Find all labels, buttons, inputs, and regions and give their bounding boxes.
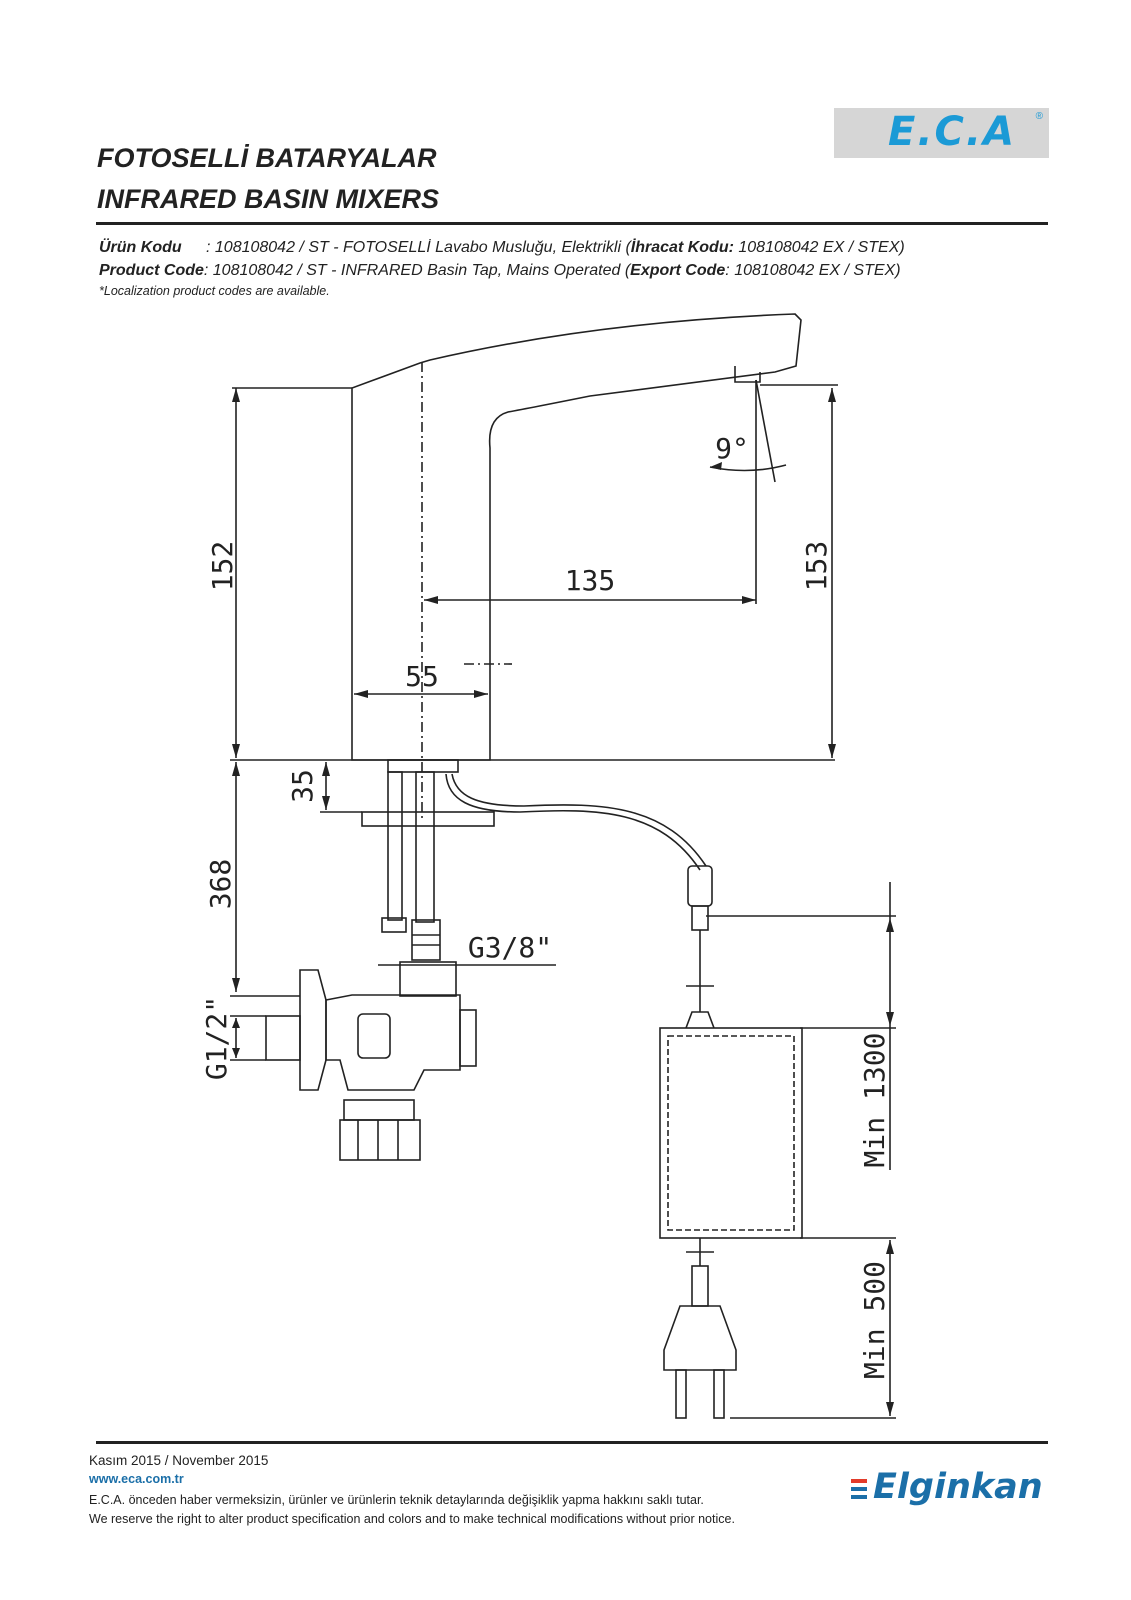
faucet-body: [351, 313, 802, 761]
elginkan-bars-icon: [851, 1479, 867, 1503]
dim-label-55: 55: [405, 660, 439, 693]
footer-date: Kasım 2015 / November 2015: [89, 1453, 269, 1468]
export-code-en-value: : 108108042 EX / STEX): [725, 262, 901, 279]
dim-label-angle: 9°: [715, 432, 749, 465]
footer-disclaimer-en: We reserve the right to alter product sp…: [89, 1512, 735, 1526]
dim-label-135: 135: [565, 564, 616, 597]
product-code-en-text: : 108108042 / ST - INFRARED Basin Tap, M…: [203, 262, 631, 279]
footer-divider: [96, 1441, 1048, 1444]
localization-note: *Localization product codes are availabl…: [99, 284, 330, 298]
dim-label-368: 368: [204, 859, 237, 910]
footer-disclaimer-tr: E.C.A. önceden haber vermeksizin, ürünle…: [89, 1493, 704, 1507]
export-code-tr-value: 108108042 EX / STEX): [733, 239, 905, 256]
dim-label-g38: G3/8": [468, 931, 552, 964]
sensor-cable: [445, 773, 701, 871]
title-english: INFRARED BASIN MIXERS: [97, 184, 440, 214]
dim-label-min1300: Min 1300: [858, 1033, 891, 1168]
dim-label-153: 153: [800, 541, 833, 592]
header-divider: [96, 222, 1048, 225]
product-code-en-label: Product Code: [99, 262, 204, 279]
power-plug: [663, 1305, 737, 1371]
power-supply-box: [659, 1027, 803, 1239]
elginkan-logo: Elginkan: [851, 1467, 1051, 1517]
dim-label-g12: G1/2": [200, 996, 233, 1080]
elginkan-logo-text: Elginkan: [873, 1467, 1043, 1507]
product-code-tr-label: Ürün Kodu: [99, 239, 182, 256]
product-code-en: Product Code: 108108042 / ST - INFRARED …: [99, 262, 901, 280]
dim-label-min500: Min 500: [858, 1261, 891, 1379]
export-code-en-label: Export Code: [630, 262, 726, 279]
title-turkish: FOTOSELLİ BATARYALAR: [97, 143, 437, 173]
aerator: [734, 366, 761, 383]
export-code-tr-label: İhracat Kodu:: [630, 239, 734, 256]
eca-logo: E.C.A ®: [834, 108, 1049, 158]
registered-mark: ®: [1035, 111, 1043, 122]
dim-label-152: 152: [206, 541, 239, 592]
eca-logo-text: E.C.A: [888, 109, 1017, 155]
footer-website-link[interactable]: www.eca.com.tr: [89, 1472, 184, 1486]
product-code-tr: Ürün Kodu : 108108042 / ST - FOTOSELLİ La…: [99, 239, 905, 257]
angle-valve: [299, 969, 327, 1091]
dim-label-35: 35: [286, 769, 319, 803]
product-code-tr-text: : 108108042 / ST - FOTOSELLİ Lavabo Musl…: [206, 239, 631, 256]
